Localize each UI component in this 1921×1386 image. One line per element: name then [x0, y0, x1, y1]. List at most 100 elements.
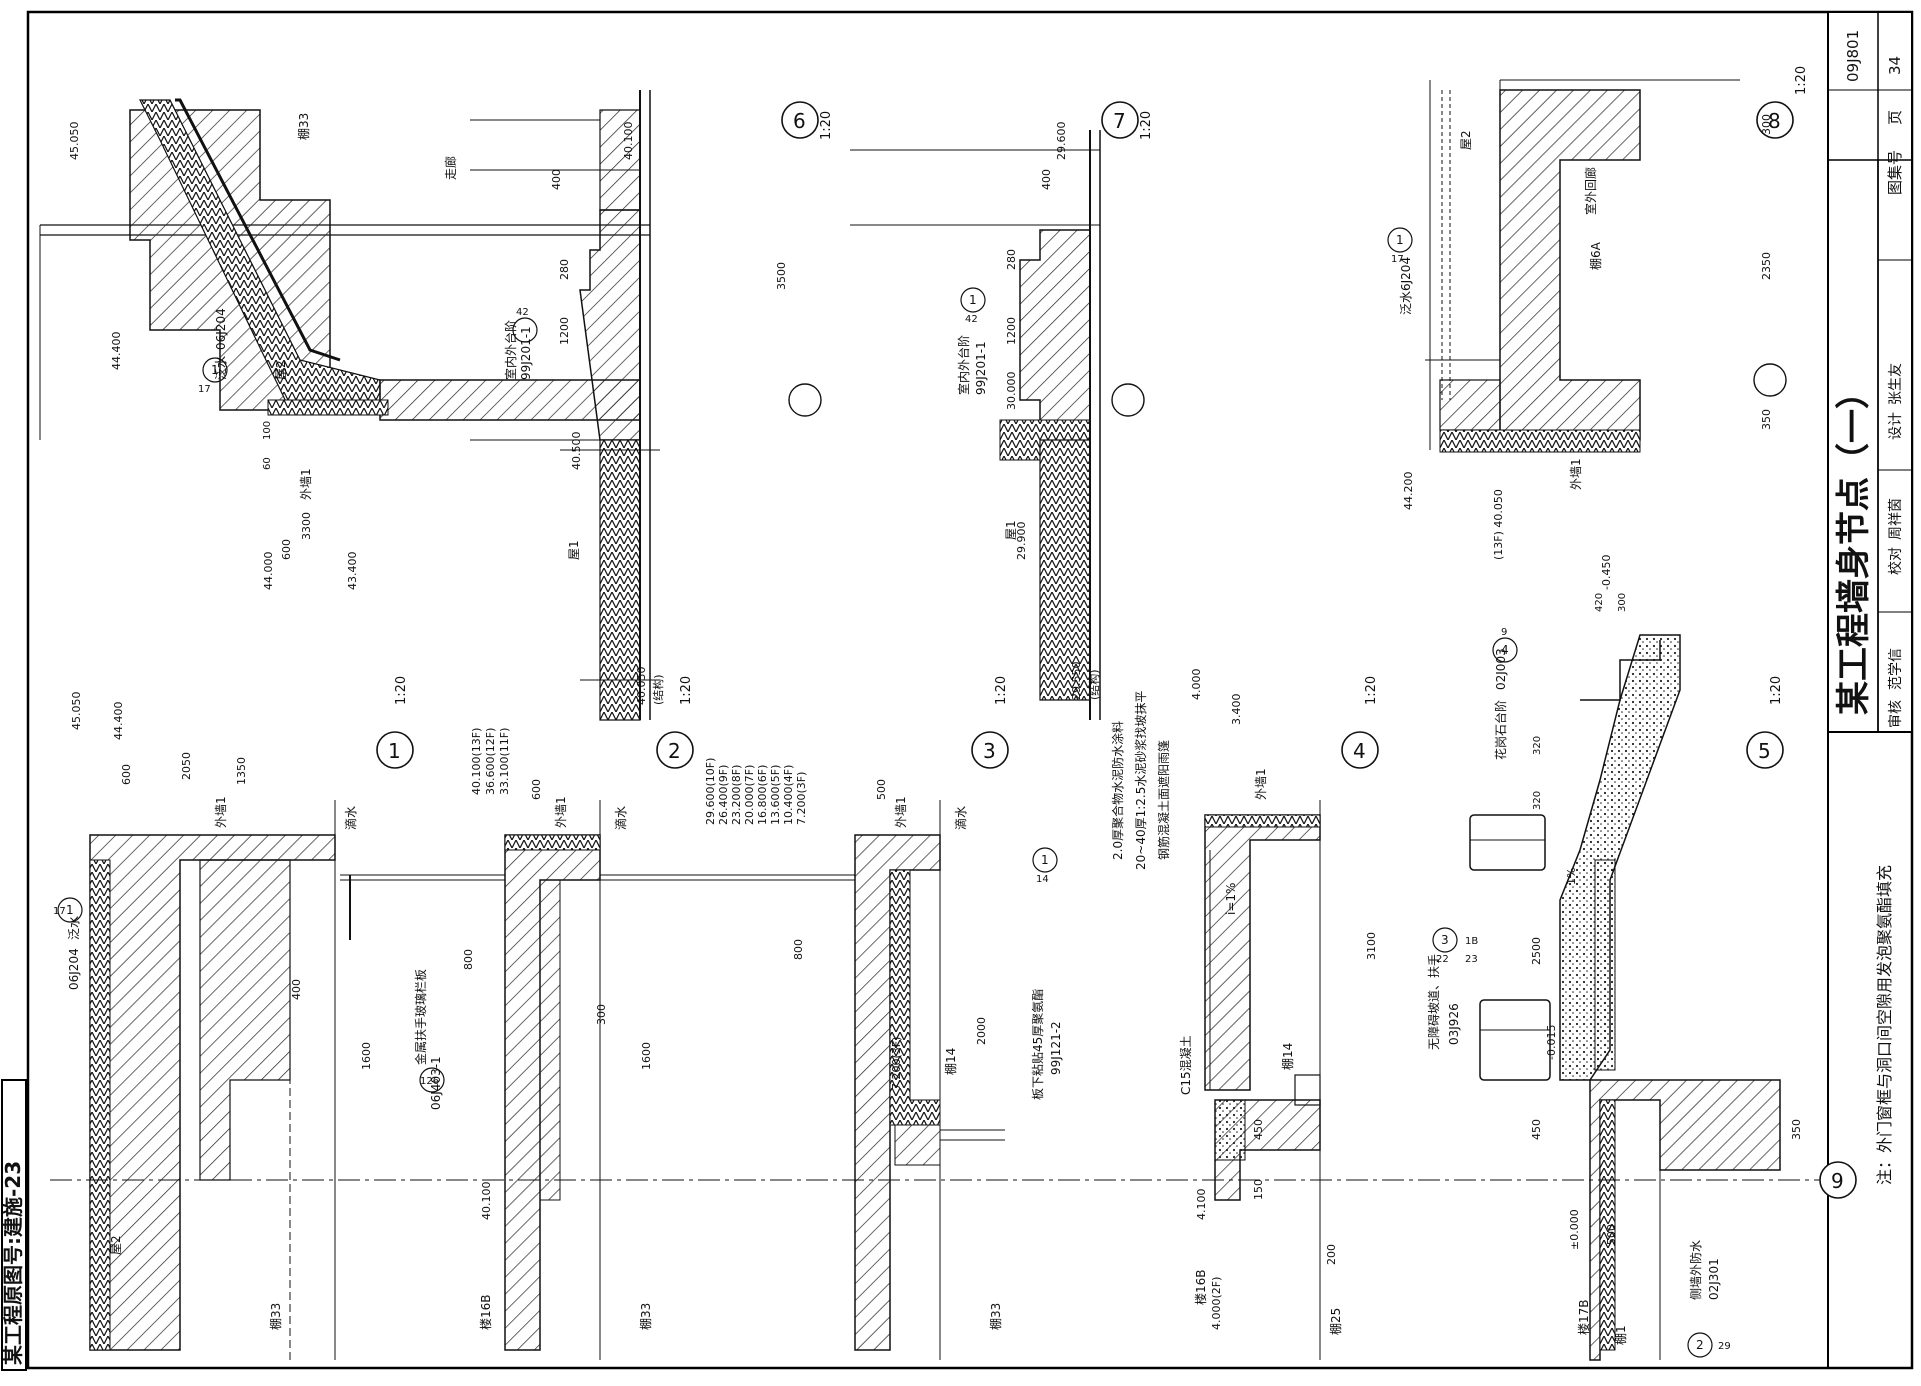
d3-label-wall: 外墙1	[894, 796, 908, 828]
d5-dim-350: 350	[1790, 1119, 1803, 1140]
d7-stair-ref-num: 1	[969, 293, 977, 307]
d3-elev-10f: 29.600(10F)	[704, 758, 717, 825]
d6-elev-top: 45.050	[68, 122, 81, 161]
d4-dim-450: 450	[1252, 1119, 1265, 1140]
d6-ref-circle	[202, 357, 228, 383]
design-label: 设计	[1888, 412, 1904, 440]
detail-1-marker	[376, 731, 414, 769]
detail-2-marker	[656, 731, 694, 769]
d4-label-ceiling14: 棚14	[1280, 1043, 1295, 1070]
d5-slope: 1%	[1565, 868, 1578, 885]
axis-9-circle	[1819, 1161, 1857, 1199]
d8-label-corridor: 室外回廊	[1583, 167, 1598, 215]
d4-elev-2f: 4.000(2F)	[1210, 1277, 1223, 1330]
detail-8-scale: 1:20	[1794, 66, 1809, 95]
d4-dim-150: 150	[1252, 1179, 1265, 1200]
d5-wp-ref-sub: 29	[1718, 1341, 1731, 1352]
atlas-label: 图集号	[1886, 150, 1904, 195]
d2-dim-1600: 1600	[640, 1042, 653, 1070]
d5-label-sidewp-std: 02J301	[1707, 1258, 1721, 1300]
d7-dim-400: 400	[1040, 169, 1053, 190]
d1-label-ceiling: 棚33	[268, 1303, 283, 1330]
detail-4-scale: 1:20	[1364, 676, 1379, 705]
detail-8: 44.200 (13F) 40.050 300 2350 350 泛水6J204…	[1387, 66, 1809, 560]
d3-dim-800: 800	[792, 939, 805, 960]
d3-elev-5f: 13.600(5F)	[769, 765, 782, 825]
d6-label-roof2: 屋2	[274, 360, 288, 380]
d6-stair-ref-sub: 42	[516, 307, 529, 318]
d5-step-ref-sub: 9	[1501, 627, 1507, 638]
d5-elev-top: -0.450	[1600, 555, 1613, 590]
review-label: 审核	[1888, 700, 1904, 728]
d5-ramp-ref-23: 23	[1465, 954, 1478, 965]
d3-elev-3f-low: 7.200(3F)	[890, 1037, 903, 1090]
d1-dim-600: 600	[120, 764, 133, 785]
detail-6-number: 6	[793, 109, 806, 133]
d3-ref-circle	[1032, 847, 1058, 873]
d6-ref-num: 1	[211, 363, 219, 377]
d1-dim-400: 400	[290, 979, 303, 1000]
detail-4-number: 4	[1353, 739, 1366, 763]
page-label: 页	[1886, 110, 1904, 125]
d7-dim-280: 280	[1005, 249, 1018, 270]
d7-elev-30: 30.000	[1005, 372, 1018, 411]
check-label: 校对	[1887, 547, 1904, 575]
detail-7-scale: 1:20	[1139, 111, 1154, 140]
d8-ref-num: 1	[1396, 233, 1404, 247]
d5-wp-ref-circle	[1687, 1332, 1713, 1358]
d8-axis-4-circle	[1753, 363, 1787, 397]
d6-label-stair-std: 99J201-1	[519, 326, 533, 380]
d7-axis-6-circle	[1111, 383, 1145, 417]
axis-9: 9	[50, 1161, 1857, 1199]
d7-elev-top: 29.600	[1055, 122, 1068, 161]
d8-elev-top: 44.200	[1402, 472, 1415, 511]
d6-elev-roof: 44.400	[110, 332, 123, 371]
d1-flash-ref-circle	[57, 897, 83, 923]
detail-2: 40.100(13F) 36.600(12F) 33.100(11F) 600 …	[340, 676, 694, 1360]
atlas-number: 09J801	[1844, 30, 1862, 82]
d5-dim-300: 300	[1617, 593, 1628, 612]
d1-dim-2050: 2050	[180, 752, 193, 780]
d7-label-roof1: 屋1	[1004, 520, 1018, 540]
d1-label-rail-std: 06J403-1	[429, 1056, 443, 1110]
detail-6: 45.050 44.400 44.000 43.400 40.500 40.10…	[39, 90, 834, 721]
d1-dim-1350: 1350	[235, 757, 248, 785]
d4-label-canopy: 钢筋混凝土面遮阳雨篷	[1156, 740, 1171, 860]
d1-label-drip: 滴水	[343, 806, 358, 830]
d1-flash-ref-num: 1	[66, 903, 74, 917]
d1-label-roof2: 屋2	[109, 1235, 123, 1255]
d2-label-drip: 滴水	[613, 806, 628, 830]
d8-label-wall: 外墙1	[1569, 458, 1583, 490]
d7-stair-ref-circle	[960, 287, 986, 313]
detail-3-marker	[971, 731, 1009, 769]
detail-3-number: 3	[983, 739, 996, 763]
d3-label-insul-std: 99J121-2	[1049, 1021, 1063, 1075]
d3-elev-8f: 23.200(8F)	[730, 765, 743, 825]
d3-dim-500: 500	[875, 779, 888, 800]
d6-elev-step: 40.500	[570, 432, 583, 471]
d3-elev-9f: 26.400(9F)	[717, 765, 730, 825]
d6-dim-600: 600	[280, 539, 293, 560]
sheet-title: 某工程墙身节点（一）	[1834, 375, 1874, 715]
d1-label-rail: 金属扶手玻璃栏板	[413, 969, 428, 1065]
d1-label-flash: 泛水	[67, 916, 81, 940]
d1-label-wall: 外墙1	[214, 796, 228, 828]
d5-label-granite: 花岗石台阶	[1493, 700, 1508, 760]
detail-1-number: 1	[388, 739, 401, 763]
d2-elev-13f: 40.100(13F)	[470, 728, 483, 795]
d8-ref-circle	[1387, 227, 1413, 253]
detail-8-number: 8	[1768, 109, 1781, 133]
d4-label-waterproof: 2.0厚聚合物水泥防水涂料	[1110, 721, 1125, 860]
page-number: 34	[1886, 56, 1904, 75]
project-ref-text: 某工程原图号:建施-23	[1, 1161, 25, 1365]
d5-wp-ref-num: 2	[1696, 1338, 1704, 1352]
d5-dim-420: 420	[1594, 593, 1605, 612]
d2-label-wall: 外墙1	[554, 796, 568, 828]
d4-label-screed: 20~40厚1:2.5水泥砂浆找坡抹平	[1133, 691, 1148, 870]
d5-label-floor: 楼17B	[1576, 1299, 1591, 1335]
d2-dim-600: 600	[530, 779, 543, 800]
d2-elev-12f: 36.600(12F)	[484, 728, 497, 795]
detail-8-marker	[1756, 101, 1794, 139]
d7-stair-ref-sub: 42	[965, 314, 978, 325]
